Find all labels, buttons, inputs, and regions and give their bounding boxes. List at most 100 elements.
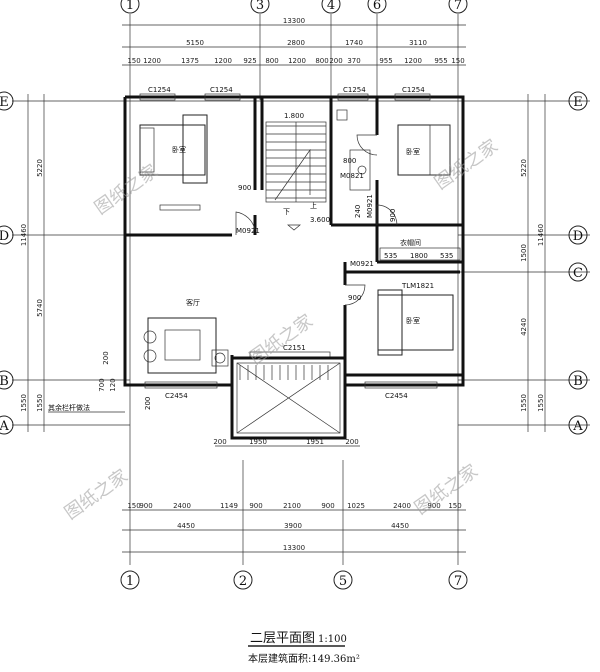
dim-bottom-total: 13300 <box>283 544 305 552</box>
axis-bottom-5: 5 <box>339 574 347 589</box>
axis-top-6: 6 <box>373 0 381 13</box>
svg-text:5740: 5740 <box>36 299 44 317</box>
svg-text:900: 900 <box>389 209 397 222</box>
axis-bubbles-bottom: 1 2 5 7 <box>120 570 468 590</box>
top-dimensions: 13300 5150 2800 1740 3110 150 1200 1375 … <box>122 17 466 66</box>
svg-text:3110: 3110 <box>409 39 427 47</box>
svg-text:200: 200 <box>345 438 358 446</box>
svg-text:4450: 4450 <box>391 522 409 530</box>
window-c2454-a <box>144 381 218 389</box>
svg-text:5220: 5220 <box>36 159 44 177</box>
sofa-set <box>147 317 217 374</box>
svg-text:2100: 2100 <box>283 502 301 510</box>
grid-lines <box>12 14 590 565</box>
axis-left-A: A <box>0 419 9 434</box>
svg-text:5150: 5150 <box>186 39 204 47</box>
axis-top-7: 7 <box>454 0 462 13</box>
svg-text:1200: 1200 <box>288 57 306 65</box>
left-dimensions: 11460 5220 5740 1550 1550 200 700 120 <box>20 94 117 432</box>
svg-text:1200: 1200 <box>404 57 422 65</box>
svg-text:2400: 2400 <box>393 502 411 510</box>
svg-text:C1254: C1254 <box>210 86 233 94</box>
window-c1254-d <box>394 93 431 101</box>
axis-right-B: B <box>573 374 583 389</box>
axis-bubbles-right: E D C B A <box>568 91 588 435</box>
svg-text:200: 200 <box>213 438 226 446</box>
svg-text:4240: 4240 <box>520 318 528 336</box>
axis-top-1: 1 <box>126 0 134 13</box>
door-m0921-closet <box>376 204 398 226</box>
svg-text:1951: 1951 <box>306 438 324 446</box>
floor-area: 本层建筑面积:149.36m² <box>248 652 360 665</box>
axis-bottom-7: 7 <box>454 574 462 589</box>
svg-text:M0921: M0921 <box>350 260 374 268</box>
svg-text:1025: 1025 <box>347 502 365 510</box>
svg-text:200: 200 <box>329 57 342 65</box>
axis-left-E: E <box>0 95 9 110</box>
svg-text:1500: 1500 <box>520 244 528 262</box>
outer-wall-top-right <box>125 95 465 387</box>
stair-down-label: 下 <box>283 208 290 216</box>
right-dimensions: 5220 1500 4240 1550 11460 1550 <box>520 94 546 432</box>
svg-text:700: 700 <box>98 378 106 391</box>
svg-text:1740: 1740 <box>345 39 363 47</box>
svg-text:C1254: C1254 <box>402 86 425 94</box>
svg-text:120: 120 <box>109 378 117 391</box>
axis-right-C: C <box>573 266 583 281</box>
room-bed3: 卧室 <box>406 316 420 325</box>
svg-text:1149: 1149 <box>220 502 238 510</box>
dim-top-total: 13300 <box>283 17 305 25</box>
svg-text:240: 240 <box>354 205 362 218</box>
window-c1254-c <box>337 93 369 101</box>
door-tlm1821: TLM1821 <box>401 282 434 290</box>
svg-text:1200: 1200 <box>143 57 161 65</box>
walls <box>123 95 465 387</box>
bottom-dimensions: 200 1950 1951 200 150 900 2400 1149 900 … <box>122 438 466 553</box>
doors: M0921 900 M0921 900 M0921 900 M0821 800 … <box>235 134 398 306</box>
room-closet: 衣帽间 <box>400 238 421 247</box>
stair-up-label: 上 <box>310 201 317 210</box>
svg-text:1200: 1200 <box>214 57 232 65</box>
svg-text:2400: 2400 <box>173 502 191 510</box>
slab-level: 3.600 <box>310 216 330 224</box>
svg-text:C1254: C1254 <box>148 86 171 94</box>
svg-text:C2151: C2151 <box>283 344 306 352</box>
axis-top-3: 3 <box>256 0 264 13</box>
svg-text:370: 370 <box>347 57 360 65</box>
windows: C1254 C1254 C1254 C1254 C2454 C2454 C215… <box>139 86 438 400</box>
svg-text:C2454: C2454 <box>385 392 408 400</box>
axis-top-4: 4 <box>327 0 335 13</box>
svg-text:1800: 1800 <box>410 252 428 260</box>
svg-text:535: 535 <box>384 252 397 260</box>
svg-text:800: 800 <box>265 57 278 65</box>
furniture <box>139 109 461 374</box>
svg-text:900: 900 <box>348 294 361 302</box>
axis-bottom-1: 1 <box>126 574 134 589</box>
balcony-frame <box>230 356 347 440</box>
svg-text:3900: 3900 <box>284 522 302 530</box>
svg-text:200: 200 <box>144 397 152 410</box>
svg-text:955: 955 <box>434 57 447 65</box>
drawing-title: 二层平面图 <box>250 631 315 646</box>
room-labels: 卧室 卧室 卧室 客厅 衣帽间 TLM1821 535 1800 535 其余栏… <box>48 145 453 413</box>
axis-bottom-2: 2 <box>239 574 247 589</box>
door-m0821-bed2 <box>356 134 378 156</box>
svg-text:11460: 11460 <box>537 224 545 246</box>
stair-level-1800: 1.800 <box>284 112 304 120</box>
svg-text:M0921: M0921 <box>236 227 260 235</box>
svg-text:C1254: C1254 <box>343 86 366 94</box>
axis-left-D: D <box>0 229 9 244</box>
svg-text:11460: 11460 <box>20 224 28 246</box>
svg-text:150: 150 <box>127 57 140 65</box>
svg-text:150: 150 <box>127 502 140 510</box>
svg-text:150: 150 <box>451 57 464 65</box>
balcony <box>230 356 347 440</box>
svg-text:5220: 5220 <box>520 159 528 177</box>
watermark-4: 图纸之家 <box>61 466 132 524</box>
door-m0921-bed1 <box>235 211 256 235</box>
outer-wall-left <box>123 97 232 387</box>
room-living: 客厅 <box>186 298 200 307</box>
wash-basin <box>349 149 371 191</box>
svg-text:C2454: C2454 <box>165 392 188 400</box>
svg-text:900: 900 <box>427 502 440 510</box>
